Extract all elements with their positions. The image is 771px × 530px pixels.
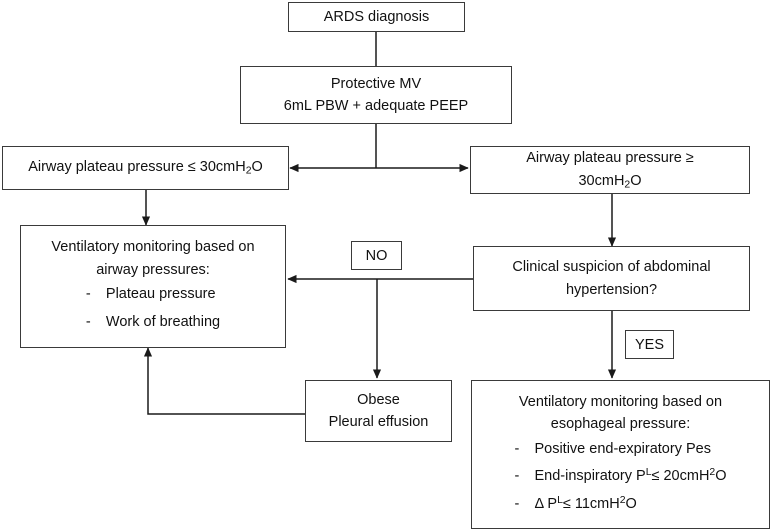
node-plateau-low-line1: Airway plateau pressure ≤ 30cmH (28, 159, 246, 176)
node-plateau-high-line1: Airway plateau pressure ≥ (526, 150, 694, 167)
bullet-sub-2: 2 (709, 467, 716, 479)
node-protective-mv-line1: Protective MV (330, 75, 422, 92)
list-item: -Plateau pressure (86, 281, 220, 309)
node-suspicion-line2: hypertension? (565, 281, 658, 298)
node-monitor-airway-line1: Ventilatory monitoring based on (51, 239, 255, 256)
node-obese-line1: Obese (357, 391, 400, 408)
node-plateau-high-sub2: 2 (624, 178, 631, 190)
bullet-text-tail: O (625, 495, 637, 512)
node-monitor-airway-line2: airway pressures: (96, 261, 210, 278)
bullet-dash: - (514, 440, 520, 457)
node-protective-mv[interactable]: Protective MV 6mL PBW + adequate PEEP (240, 66, 512, 124)
bullet-dash: - (514, 495, 520, 512)
node-monitor-esophageal-pressure[interactable]: Ventilatory monitoring based on esophage… (471, 380, 770, 529)
edge-obese-feedback-to-monitor-airway (143, 347, 305, 415)
bullet-dash: - (514, 468, 520, 485)
bullet-dash: - (85, 286, 91, 303)
edge-label-yes-text: YES (634, 336, 664, 353)
bullet-text-post: ≤ 11cmH (562, 495, 620, 512)
bullet-text-tail: O (715, 468, 727, 485)
node-plateau-pressure-high[interactable]: Airway plateau pressure ≥ 30cmH2O (470, 146, 750, 194)
edge-label-no-text: NO (365, 247, 388, 264)
node-obese-pleural-effusion[interactable]: Obese Pleural effusion (305, 380, 452, 442)
node-plateau-low-sub1: 2 (245, 165, 252, 177)
bullet-sub-2: 2 (619, 494, 626, 506)
bullet-sub-l: L (645, 467, 652, 479)
bullet-text: Plateau pressure (105, 286, 216, 303)
node-monitor-airway-pressures[interactable]: Ventilatory monitoring based on airway p… (20, 225, 286, 348)
node-ards-line1: ARDS diagnosis (323, 8, 430, 25)
node-obese-line2: Pleural effusion (328, 414, 429, 430)
node-suspicion-line1: Clinical suspicion of abdominal (512, 259, 711, 276)
node-protective-mv-line2: 6mL PBW + adequate PEEP (283, 98, 469, 114)
bullet-text: Positive end-expiratory Pes (534, 440, 711, 457)
list-item: -Positive end-expiratory Pes (514, 436, 726, 464)
edge-label-no: NO (351, 241, 402, 270)
node-plateau-high-line2: 30cmH2O (578, 170, 641, 193)
node-monitor-esoph-bullet-list: -Positive end-expiratory Pes -End-inspir… (514, 436, 726, 519)
node-plateau-high-line2-text: 30cmH (578, 172, 625, 189)
node-plateau-low-tail: O (251, 159, 263, 176)
node-ards-diagnosis[interactable]: ARDS diagnosis (288, 2, 465, 32)
node-plateau-pressure-low[interactable]: Airway plateau pressure ≤ 30cmH2O (2, 146, 289, 190)
bullet-text-pre: End-inspiratory P (534, 468, 646, 485)
node-plateau-low-text: Airway plateau pressure ≤ 30cmH2O (28, 156, 263, 179)
bullet-text-post: ≤ 20cmH (651, 468, 710, 485)
node-monitor-esoph-line1: Ventilatory monitoring based on (518, 393, 723, 410)
edge-label-yes: YES (625, 330, 674, 359)
bullet-sub-l: L (557, 494, 563, 506)
bullet-text: Work of breathing (105, 313, 221, 330)
node-plateau-high-tail: O (630, 172, 642, 189)
node-monitor-esoph-line2: esophageal pressure: (550, 416, 691, 433)
bullet-dash: - (85, 313, 91, 330)
node-monitor-airway-bullet-list: -Plateau pressure -Work of breathing (86, 281, 220, 336)
node-clinical-suspicion[interactable]: Clinical suspicion of abdominal hyperten… (473, 246, 750, 311)
list-item: -Work of breathing (86, 309, 220, 337)
bullet-text-pre: Δ P (534, 495, 558, 512)
